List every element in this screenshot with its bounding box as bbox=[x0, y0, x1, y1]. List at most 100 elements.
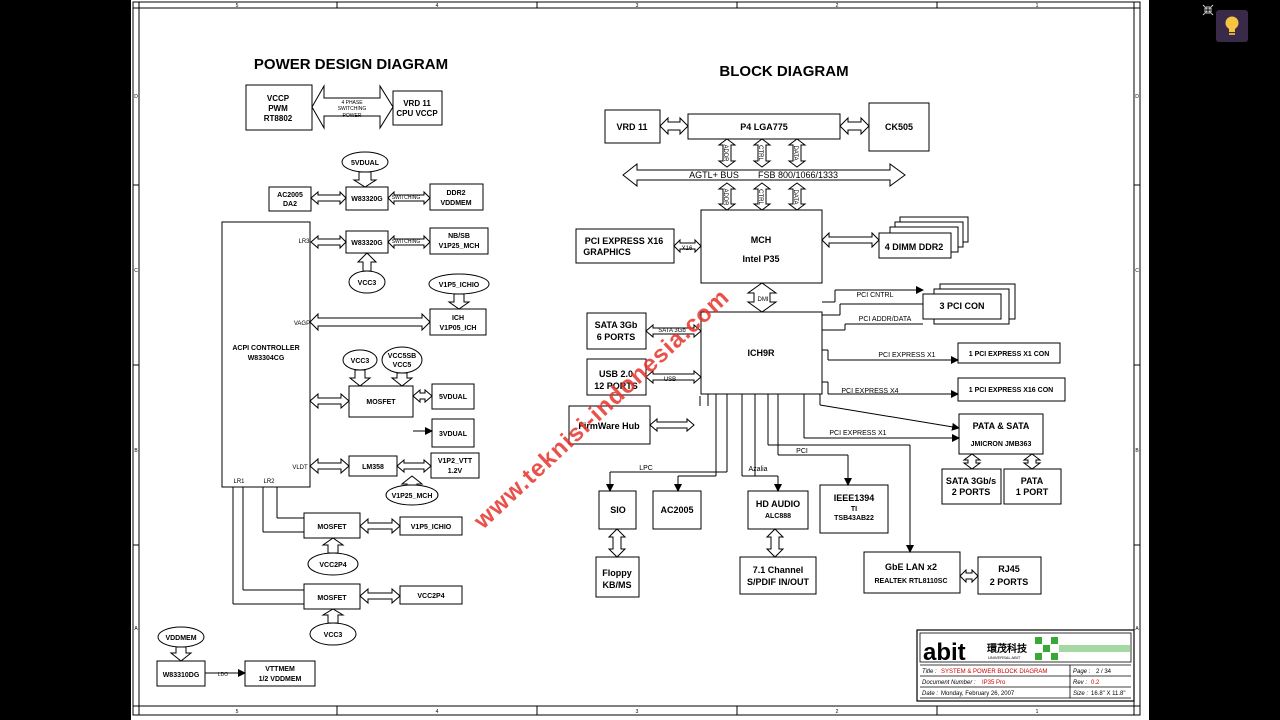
dmi-label: DMI bbox=[758, 297, 769, 303]
grid-bottom-4: 4 bbox=[436, 709, 439, 715]
svg-text:ALC888: ALC888 bbox=[765, 513, 791, 520]
pci-con-box bbox=[922, 293, 1002, 320]
usb-bus-label: USB bbox=[664, 377, 676, 383]
title-value: SYSTEM & POWER BLOCK DIAGRAM bbox=[941, 669, 1047, 675]
switching-label-2: SWITCHING bbox=[392, 239, 421, 245]
collapse-icon[interactable] bbox=[1200, 2, 1216, 18]
svg-text:GRAPHICS: GRAPHICS bbox=[583, 247, 631, 257]
sata-ports-label: SATA 3Gb/s bbox=[946, 476, 996, 486]
mch-label: MCH bbox=[751, 235, 772, 245]
pata-sata-box bbox=[958, 413, 1044, 455]
power-labels: POWER DESIGN DIAGRAM VCCP PWM RT8802 4 P… bbox=[163, 56, 480, 683]
grid-bottom-3: 3 bbox=[636, 709, 639, 715]
schematic-page: 5 4 3 2 1 5 4 3 2 1 D C B A D C B A bbox=[131, 0, 1149, 720]
ck505-label: CK505 bbox=[885, 122, 913, 132]
channel-box bbox=[739, 556, 817, 595]
ac2005-label: AC2005 bbox=[660, 505, 693, 515]
block-diagram-title: BLOCK DIAGRAM bbox=[719, 63, 848, 80]
vccp-label: VCCP bbox=[267, 94, 290, 103]
svg-text:1 PORT: 1 PORT bbox=[1016, 487, 1049, 497]
svg-text:V1P25_MCH: V1P25_MCH bbox=[439, 243, 480, 250]
channel-label: 7.1 Channel bbox=[753, 565, 804, 575]
svg-text:SWITCHING: SWITCHING bbox=[338, 106, 367, 112]
dimm-label: 4 DIMM DDR2 bbox=[885, 242, 944, 252]
grid-labels: 5 4 3 2 1 5 4 3 2 1 D C B A D C B A bbox=[134, 3, 1139, 715]
phase-arrow bbox=[311, 84, 394, 130]
nbsb-label: NB/SB bbox=[448, 233, 470, 240]
dimm-box bbox=[878, 232, 952, 259]
chinese-label: 環茂科技 bbox=[987, 642, 1028, 655]
mosfet-label-2: MOSFET bbox=[317, 524, 347, 531]
ich9r-label: ICH9R bbox=[747, 348, 775, 358]
ieee1394-box bbox=[819, 484, 889, 534]
acpi-controller-box bbox=[221, 221, 311, 488]
5vdual-label: 5VDUAL bbox=[439, 394, 468, 401]
grid-top-1: 1 bbox=[1036, 3, 1039, 9]
pcie-x16-con-box bbox=[957, 377, 1066, 402]
vrd11-cpu-box bbox=[392, 90, 443, 126]
pcie-x16-label: PCI EXPRESS X16 bbox=[585, 236, 664, 246]
ctrl-label-2: CTRL bbox=[757, 189, 763, 205]
lpc-label: LPC bbox=[639, 465, 653, 472]
svg-text:REALTEK RTL8110SC: REALTEK RTL8110SC bbox=[875, 578, 948, 585]
3vdual-label: 3VDUAL bbox=[439, 431, 468, 438]
floppy-label: Floppy bbox=[602, 568, 632, 578]
ck505-box bbox=[868, 102, 930, 152]
pcie-x1-a-label: PCI EXPRESS X1 bbox=[878, 352, 935, 359]
gbe-lan-label: GbE LAN x2 bbox=[885, 562, 937, 572]
phase-label: 4 PHASE bbox=[341, 100, 363, 106]
abit-logo: abit bbox=[923, 639, 966, 666]
power-diagram-title: POWER DESIGN DIAGRAM bbox=[254, 56, 448, 73]
grid-side-d-right: D bbox=[1135, 94, 1139, 100]
vagp-label: VAGP bbox=[294, 321, 310, 327]
vcc5sb-oval bbox=[381, 346, 423, 374]
block-diagram bbox=[568, 102, 1066, 598]
vrd11-cpu-label: VRD 11 bbox=[403, 99, 431, 108]
svg-text:TSB43AB22: TSB43AB22 bbox=[834, 515, 874, 522]
grid-bottom-1: 1 bbox=[1036, 709, 1039, 715]
mosfet-label-3: MOSFET bbox=[317, 595, 347, 602]
lightbulb-icon[interactable] bbox=[1216, 10, 1248, 42]
ac2005-da2-box bbox=[268, 186, 312, 212]
svg-text:S/PDIF IN/OUT: S/PDIF IN/OUT bbox=[747, 577, 810, 587]
ddr2-vddmem-box bbox=[429, 183, 484, 211]
firmware-hub-label: FirmWare Hub bbox=[578, 421, 640, 431]
rj45-label: RJ45 bbox=[998, 564, 1020, 574]
data-label-2: DATA bbox=[792, 189, 798, 204]
5vdual-oval-label: 5VDUAL bbox=[351, 160, 380, 167]
vcc3-label-1: VCC3 bbox=[358, 280, 377, 287]
w83320g-label-2: W83320G bbox=[351, 240, 383, 247]
vrd11-label: VRD 11 bbox=[616, 122, 647, 132]
page-value: 2 / 34 bbox=[1096, 669, 1112, 675]
page-frame bbox=[132, 1, 1141, 716]
grid-side-a-right: A bbox=[1135, 626, 1139, 632]
rev-value: 0.2 bbox=[1091, 680, 1100, 686]
svg-text:PWM: PWM bbox=[268, 104, 288, 113]
doc-value: IP35 Pro bbox=[982, 680, 1006, 686]
grid-side-d: D bbox=[134, 94, 138, 100]
svg-text:V1P05_ICH: V1P05_ICH bbox=[440, 325, 477, 332]
ich-label: ICH bbox=[452, 315, 464, 322]
page-label: Page : bbox=[1073, 669, 1091, 675]
addr-label-2: ADDR bbox=[722, 188, 728, 206]
usb-label: USB 2.0 bbox=[599, 369, 633, 379]
svg-text:W83304CG: W83304CG bbox=[248, 355, 285, 362]
w83320g-label-1: W83320G bbox=[351, 196, 383, 203]
svg-text:JMICRON JMB363: JMICRON JMB363 bbox=[971, 441, 1032, 448]
grid-side-b: B bbox=[134, 448, 138, 454]
x16-label: X16 bbox=[682, 246, 693, 252]
universal-label: UNIVERSAL ABIT bbox=[988, 655, 1021, 660]
v1p2-label: V1P2_VTT bbox=[438, 458, 473, 465]
grid-top-2: 2 bbox=[836, 3, 839, 9]
agtl-label: AGTL+ BUS bbox=[689, 170, 739, 180]
sio-label: SIO bbox=[610, 505, 626, 515]
hd-audio-box bbox=[747, 490, 809, 530]
ac2005-da2-label: AC2005 bbox=[277, 192, 303, 199]
pci-cntrl-label: PCI CNTRL bbox=[857, 292, 894, 299]
pci-label: PCI bbox=[796, 448, 808, 455]
switching-label-1: SWITCHING bbox=[392, 195, 421, 201]
mch-box bbox=[700, 209, 823, 284]
data-label-1: DATA bbox=[792, 145, 798, 160]
title-label: Title : bbox=[922, 669, 937, 675]
svg-text:2 PORTS: 2 PORTS bbox=[952, 487, 991, 497]
